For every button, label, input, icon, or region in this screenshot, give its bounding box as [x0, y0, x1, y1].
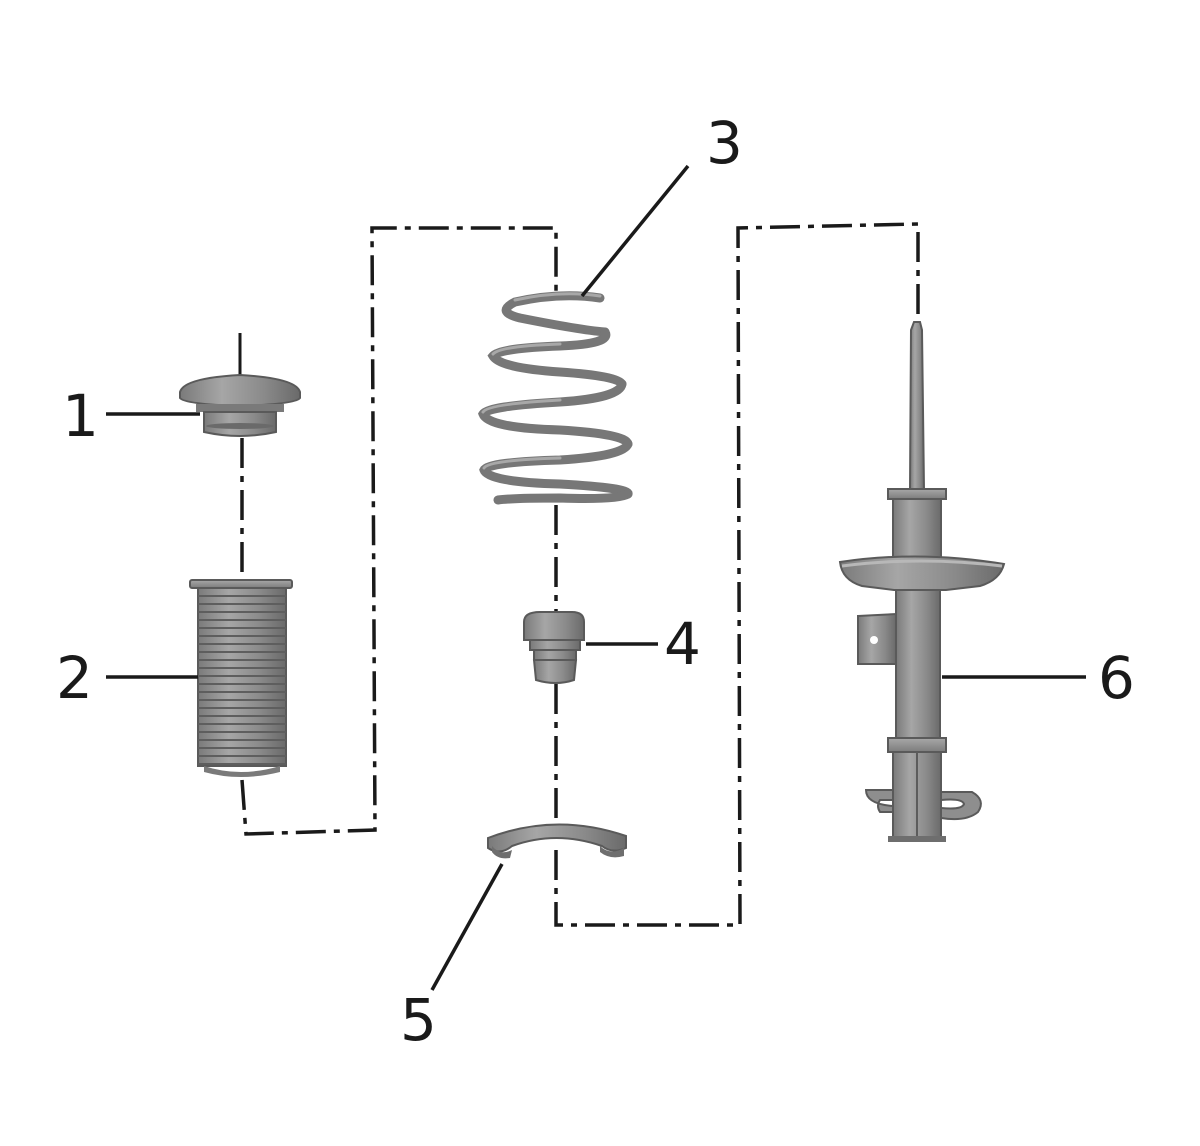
leader-line-5 — [430, 863, 504, 991]
callout-6: 6 — [1098, 644, 1135, 712]
assembly-connector-lines — [240, 222, 920, 927]
callout-5: 5 — [400, 986, 437, 1054]
bump-stop-part — [523, 611, 585, 684]
spring-seat-part — [487, 823, 627, 859]
top-mount-part — [179, 333, 301, 437]
callout-4: 4 — [664, 610, 701, 678]
callout-3: 3 — [706, 109, 743, 177]
dust-boot-part — [189, 579, 293, 777]
callout-2: 2 — [56, 644, 93, 712]
callout-labels: 1 2 3 4 5 6 — [56, 109, 1135, 1054]
strut-assembly-part — [838, 321, 1006, 842]
coil-spring-part — [478, 291, 633, 505]
leader-line-3 — [580, 164, 690, 298]
callout-1: 1 — [62, 382, 99, 450]
leader-lines — [106, 164, 1086, 991]
